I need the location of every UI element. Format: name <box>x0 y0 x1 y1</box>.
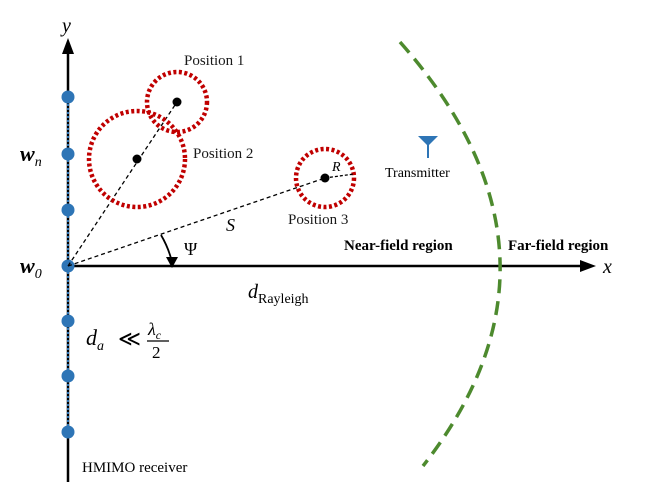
ray-position-3 <box>67 177 326 267</box>
position-2-label: Position 2 <box>193 146 253 162</box>
spacing-d: da <box>86 325 104 354</box>
angle-arc-arrowhead <box>166 257 178 268</box>
spacing-denominator: 2 <box>152 343 161 362</box>
angle-label: Ψ <box>184 239 198 259</box>
position-1-label: Position 1 <box>184 53 244 69</box>
spacing-lambda: λc <box>147 319 162 342</box>
distance-label: S <box>226 215 235 235</box>
far-field-label: Far-field region <box>508 238 609 254</box>
position-1-point <box>172 97 182 107</box>
antenna-element <box>61 369 75 383</box>
position-3-label: Position 3 <box>288 212 348 228</box>
position-3-circle <box>293 146 357 210</box>
wn-label: wn <box>20 141 42 170</box>
position-2-circle <box>86 108 188 210</box>
receiver-label: HMIMO receiver <box>82 460 187 476</box>
y-axis-label: y <box>60 15 71 37</box>
ray-position-1 <box>67 101 178 267</box>
rayleigh-boundary <box>398 40 502 468</box>
antenna-element <box>61 90 75 104</box>
position-1-circle <box>144 69 210 135</box>
spacing-relation-symbol: ≪ <box>118 326 141 351</box>
antenna-element <box>61 203 75 217</box>
x-axis-arrowhead <box>580 260 596 272</box>
radius-label: R <box>331 160 341 175</box>
spacing-relation: da ≪ λc 2 <box>86 319 169 362</box>
near-field-label: Near-field region <box>344 238 453 254</box>
antenna-element <box>61 425 75 439</box>
x-axis-label: x <box>602 256 612 278</box>
antenna-element <box>61 147 75 161</box>
w0-label: w0 <box>20 253 42 282</box>
rayleigh-distance-label: dRayleigh <box>248 281 309 307</box>
transmitter-label: Transmitter <box>385 166 450 181</box>
transmitter-icon <box>418 136 438 158</box>
antenna-element <box>61 314 75 328</box>
position-2-point <box>132 154 142 164</box>
y-axis-arrowhead <box>62 38 74 54</box>
